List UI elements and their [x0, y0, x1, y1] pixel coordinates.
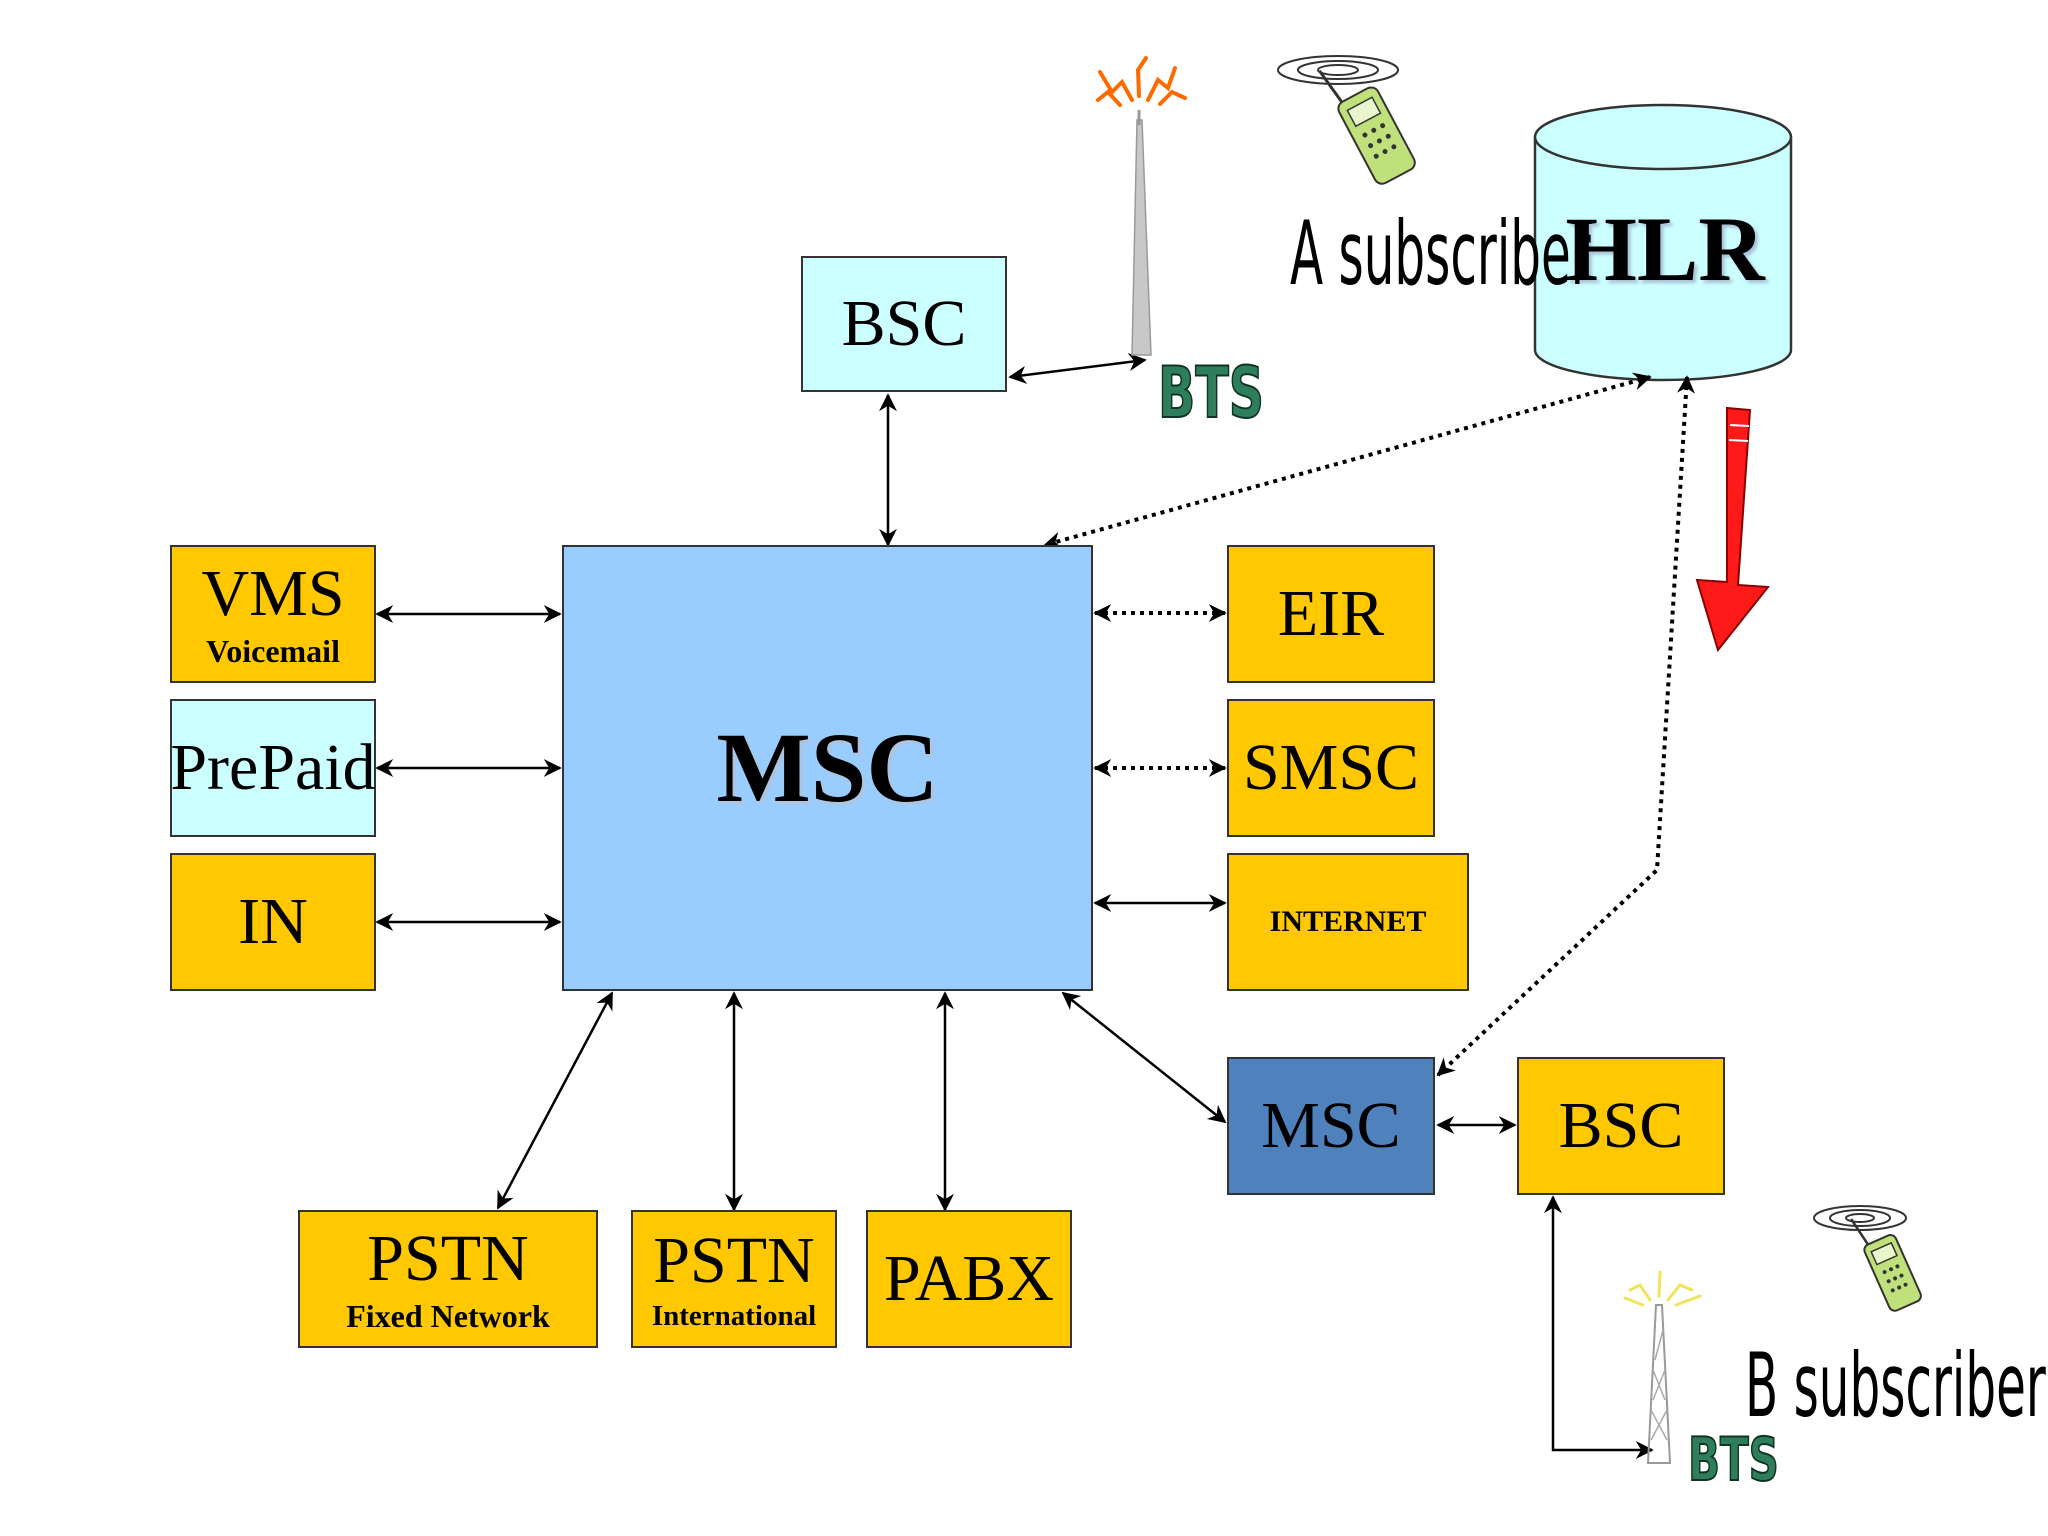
pstn-fixed-node[interactable]: PSTN Fixed Network [298, 1210, 598, 1348]
mobile-phone-icon [1850, 1218, 1922, 1312]
vms-node[interactable]: VMS Voicemail [170, 545, 376, 683]
smsc-node[interactable]: SMSC [1227, 699, 1435, 837]
in-node[interactable]: IN [170, 853, 376, 991]
mobile-phone-icon [1318, 69, 1416, 185]
prepaid-node[interactable]: PrePaid [170, 699, 376, 837]
in-label: IN [238, 885, 308, 958]
link-msc-msc-remote [1061, 991, 1227, 1124]
link-msc-pstn-fixed [496, 991, 614, 1210]
bsc-top-node[interactable]: BSC [801, 256, 1007, 392]
signal-waves-icon [1277, 55, 1399, 85]
link-hlr-msc [1043, 372, 1652, 550]
signal-waves-icon [1813, 1205, 1907, 1231]
internet-label: INTERNET [1269, 905, 1427, 938]
b-subscriber-label: B subscriber [1745, 1334, 2046, 1437]
link-bsc-bts-top [1008, 353, 1147, 384]
internet-node[interactable]: INTERNET [1227, 853, 1469, 991]
hlr-label: HLR [1565, 198, 1765, 300]
pabx-node[interactable]: PABX [866, 1210, 1072, 1348]
a-subscriber-label: A subscriber [1290, 202, 1591, 305]
hlr-database-icon [1533, 103, 1793, 382]
pstn-fixed-sublabel: Fixed Network [346, 1298, 550, 1334]
vms-sublabel: Voicemail [206, 633, 340, 669]
red-down-arrow-icon [1695, 406, 1770, 653]
vms-label: VMS [201, 557, 345, 630]
msc-main-node[interactable]: MSC [562, 545, 1093, 991]
bts-bottom-label: BTS [1687, 1425, 1779, 1495]
msc-remote-label: MSC [1261, 1089, 1401, 1162]
prepaid-label: PrePaid [170, 731, 376, 804]
link-hlr-msc-remote [1436, 375, 1695, 1077]
msc-main-label: MSC [716, 712, 939, 823]
bsc-right-node[interactable]: BSC [1517, 1057, 1725, 1195]
eir-label: EIR [1277, 577, 1385, 650]
eir-node[interactable]: EIR [1227, 545, 1435, 683]
bsc-right-label: BSC [1558, 1089, 1684, 1162]
radio-tower-icon [1096, 56, 1187, 356]
bts-top-label: BTS [1157, 352, 1265, 434]
msc-remote-node[interactable]: MSC [1227, 1057, 1435, 1195]
bsc-top-label: BSC [841, 287, 967, 360]
pstn-intl-label: PSTN [653, 1223, 815, 1297]
smsc-label: SMSC [1242, 731, 1420, 804]
pstn-intl-node[interactable]: PSTN International [631, 1210, 837, 1348]
pabx-label: PABX [884, 1242, 1054, 1315]
pstn-intl-sublabel: International [651, 1299, 817, 1332]
link-bsc-bts-bottom [1544, 1195, 1654, 1459]
pstn-fixed-label: PSTN [367, 1222, 529, 1295]
radio-tower-icon [1623, 1270, 1702, 1464]
